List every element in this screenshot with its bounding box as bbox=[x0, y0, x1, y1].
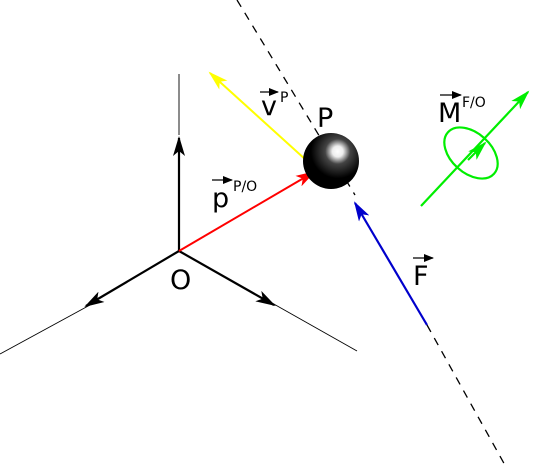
line-of-action-lower bbox=[426, 324, 507, 467]
position-label-main: p bbox=[212, 183, 229, 214]
axis-y-extension bbox=[271, 302, 358, 352]
moment-label-main: M bbox=[438, 98, 461, 129]
moment-label: M F/O bbox=[438, 91, 486, 129]
axis-y-arrow bbox=[178, 250, 276, 306]
particle-label: P bbox=[317, 103, 333, 134]
velocity-label-sup: P bbox=[280, 90, 288, 106]
axis-x-extension bbox=[0, 304, 91, 355]
position-vector bbox=[178, 170, 316, 252]
position-label: p P/O bbox=[212, 176, 257, 214]
velocity-label: v P bbox=[260, 88, 288, 122]
force-label: F bbox=[413, 254, 434, 292]
line-of-action-upper bbox=[236, 0, 356, 196]
force-vector bbox=[353, 201, 428, 326]
moment-rotation-ellipse bbox=[443, 126, 499, 180]
position-label-sup: P/O bbox=[233, 179, 257, 195]
moment-label-sup: F/O bbox=[462, 95, 486, 111]
velocity-vector bbox=[208, 71, 307, 161]
force-label-main: F bbox=[413, 261, 429, 292]
velocity-label-main: v bbox=[261, 91, 277, 122]
axis-x-arrow bbox=[84, 250, 180, 308]
moment-rotation-arrow bbox=[467, 141, 487, 161]
particle-ball bbox=[303, 133, 359, 189]
origin-label: O bbox=[170, 265, 191, 296]
